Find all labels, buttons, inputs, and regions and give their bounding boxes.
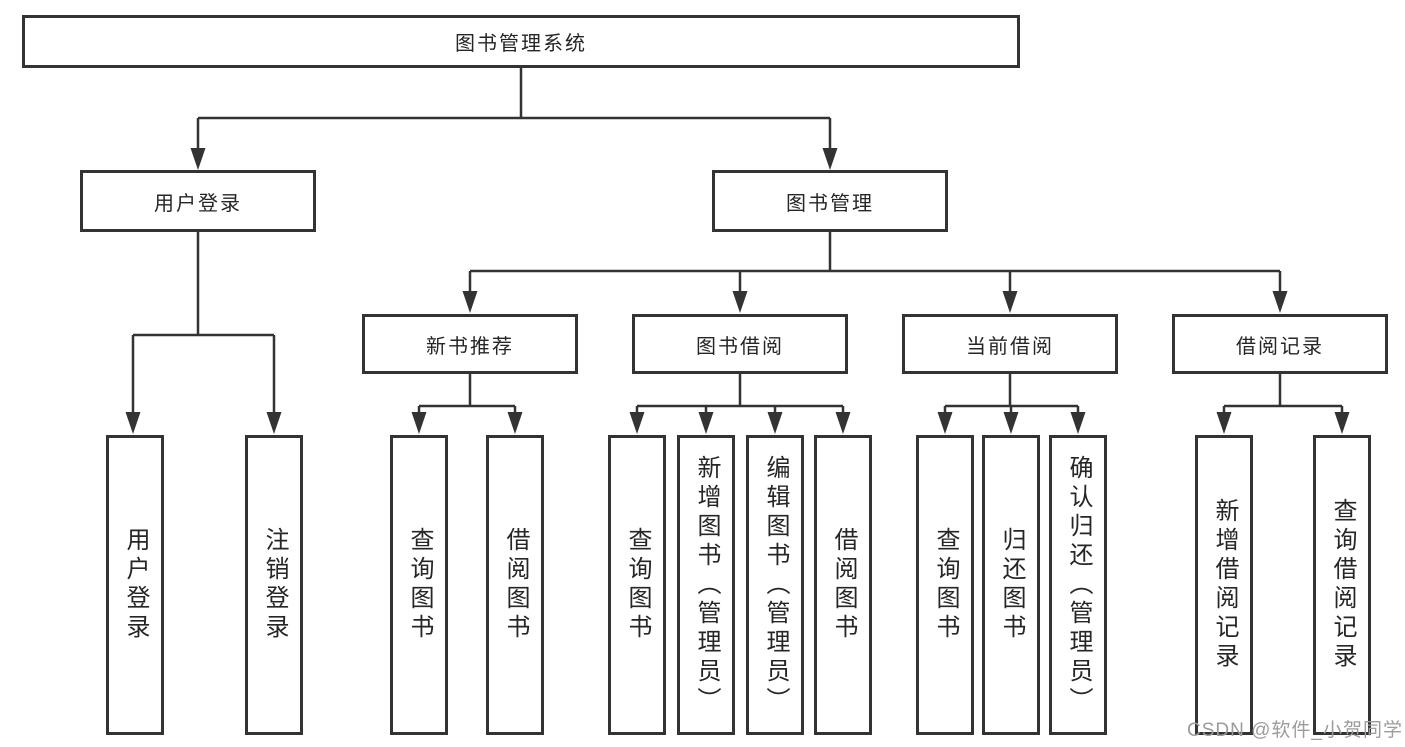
leaf-current-query-books-label: 查询图书 — [932, 527, 959, 643]
leaf-confirm-return-admin: 确认归还（管理员） — [1049, 435, 1107, 735]
leaf-borrowing-query-books-label: 查询图书 — [624, 527, 651, 643]
node-new-book-recommend: 新书推荐 — [362, 314, 578, 374]
leaf-logout-label: 注销登录 — [261, 527, 288, 643]
node-current-borrowing: 当前借阅 — [902, 314, 1118, 374]
node-new-book-recommend-label: 新书推荐 — [426, 335, 514, 358]
leaf-recommend-borrow-books: 借阅图书 — [486, 435, 544, 735]
node-book-borrowing-label: 图书借阅 — [696, 335, 784, 358]
node-current-borrowing-label: 当前借阅 — [966, 335, 1054, 358]
leaf-return-books-label: 归还图书 — [998, 527, 1025, 643]
node-borrowing-records: 借阅记录 — [1172, 314, 1388, 374]
node-book-management: 图书管理 — [712, 170, 948, 232]
leaf-borrowing-borrow-books: 借阅图书 — [814, 435, 872, 735]
node-book-borrowing: 图书借阅 — [632, 314, 848, 374]
leaf-logout: 注销登录 — [245, 435, 303, 735]
node-root-label: 图书管理系统 — [455, 33, 587, 55]
node-user-login-label: 用户登录 — [154, 192, 242, 215]
leaf-user-login: 用户登录 — [106, 435, 164, 735]
leaf-add-borrow-record: 新增借阅记录 — [1195, 435, 1253, 735]
node-root: 图书管理系统 — [22, 15, 1020, 68]
leaf-recommend-query-books: 查询图书 — [390, 435, 448, 735]
watermark: CSDN @软件_小贺同学 — [1187, 720, 1403, 741]
leaf-user-login-label: 用户登录 — [122, 527, 149, 643]
leaf-add-books-admin-label: 新增图书（管理员） — [693, 454, 720, 716]
leaf-current-query-books: 查询图书 — [916, 435, 974, 735]
leaf-query-borrow-record: 查询借阅记录 — [1313, 435, 1371, 735]
leaf-query-borrow-record-label: 查询借阅记录 — [1329, 498, 1356, 672]
leaf-edit-books-admin-label: 编辑图书（管理员） — [762, 454, 789, 716]
leaf-add-borrow-record-label: 新增借阅记录 — [1211, 498, 1238, 672]
leaf-confirm-return-admin-label: 确认归还（管理员） — [1065, 454, 1092, 716]
leaf-edit-books-admin: 编辑图书（管理员） — [746, 435, 804, 735]
node-user-login: 用户登录 — [80, 170, 316, 232]
leaf-borrowing-query-books: 查询图书 — [608, 435, 666, 735]
leaf-borrowing-borrow-books-label: 借阅图书 — [830, 527, 857, 643]
leaf-return-books: 归还图书 — [982, 435, 1040, 735]
leaf-recommend-query-books-label: 查询图书 — [406, 527, 433, 643]
node-book-management-label: 图书管理 — [786, 192, 874, 215]
leaf-recommend-borrow-books-label: 借阅图书 — [502, 527, 529, 643]
leaf-add-books-admin: 新增图书（管理员） — [677, 435, 735, 735]
node-borrowing-records-label: 借阅记录 — [1236, 335, 1324, 358]
